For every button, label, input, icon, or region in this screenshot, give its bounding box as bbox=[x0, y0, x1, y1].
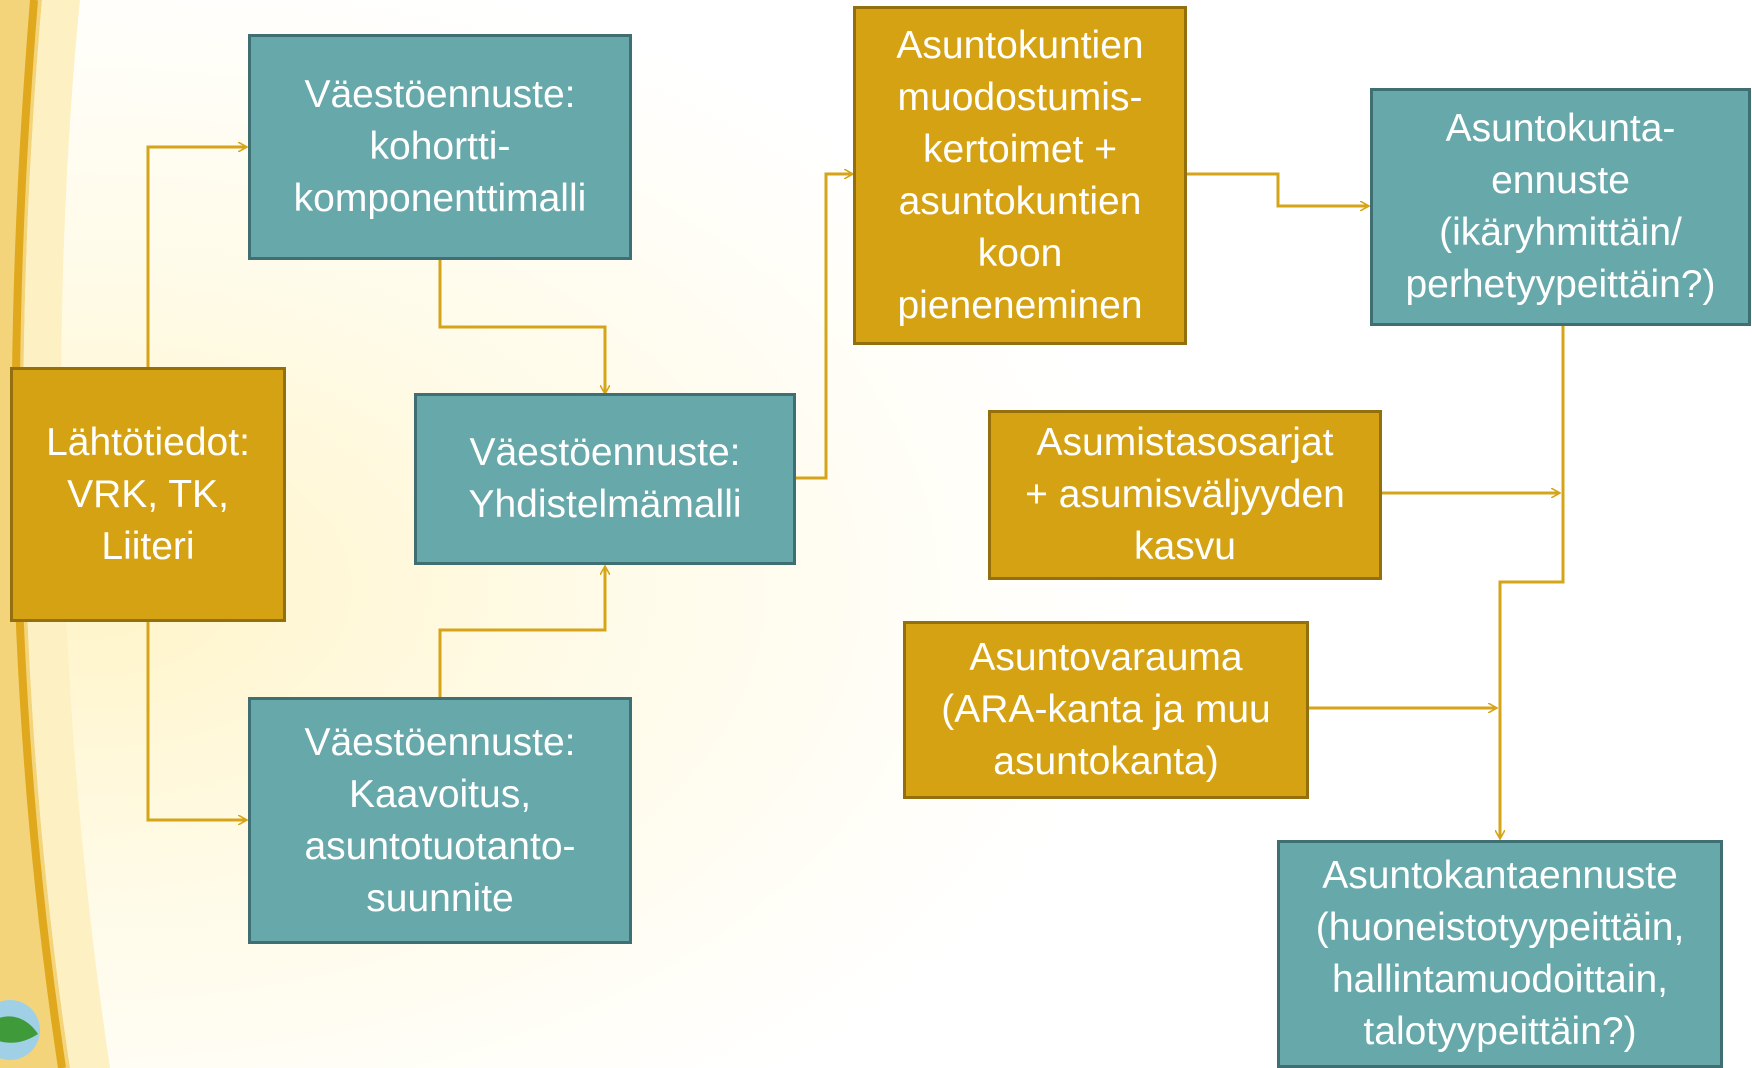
node-asumistaso: Asumistasosarjat + asumisväljyyden kasvu bbox=[988, 410, 1382, 580]
node-asuntovarauma-line-2: (ARA-kanta ja muu bbox=[941, 688, 1271, 731]
node-asuntovarauma-line-3: asuntokanta) bbox=[993, 740, 1219, 783]
node-lahtotiedot-line-1: Lähtötiedot: bbox=[46, 420, 250, 464]
node-asuntovarauma: Asuntovarauma (ARA-kanta ja muu asuntoka… bbox=[903, 621, 1309, 799]
node-lahtotiedot-line-3: Liiteri bbox=[101, 524, 195, 568]
decorative-side-glow bbox=[23, 0, 111, 1068]
logo-icon bbox=[0, 1000, 40, 1060]
node-asuntokanta-line-2: (huoneistotyypeittäin, bbox=[1315, 906, 1685, 949]
node-asumistaso-line-1: Asumistasosarjat bbox=[1036, 421, 1334, 464]
node-muodostumis-line-3: kertoimet + bbox=[923, 127, 1117, 171]
node-asuntovarauma-line-1: Asuntovarauma bbox=[969, 636, 1243, 679]
node-asuntokunta-line-1: Asuntokunta- bbox=[1445, 107, 1676, 150]
node-asuntokanta-line-4: talotyypeittäin?) bbox=[1363, 1010, 1637, 1053]
node-asumistaso-line-2: + asumisväljyyden bbox=[1025, 473, 1345, 516]
node-muodostumis-line-1: Asuntokuntien bbox=[896, 23, 1144, 67]
node-yhdistelma-line-1: Väestöennuste: bbox=[469, 431, 741, 474]
node-asuntokunta: Asuntokunta- ennuste (ikäryhmittäin/ per… bbox=[1370, 88, 1751, 326]
node-kohortti-line-3: komponenttimalli bbox=[293, 177, 587, 220]
node-asuntokanta-line-3: hallintamuodoittain, bbox=[1331, 958, 1669, 1001]
node-muodostumis-line-6: pieneneminen bbox=[897, 283, 1143, 327]
node-asuntokunta-line-3: (ikäryhmittäin/ bbox=[1439, 211, 1682, 254]
node-kohortti-line-1: Väestöennuste: bbox=[304, 73, 576, 116]
node-kaavoitus-line-2: Kaavoitus, bbox=[348, 772, 532, 816]
node-muodostumis: Asuntokuntien muodostumis- kertoimet + a… bbox=[853, 6, 1187, 345]
node-muodostumis-line-4: asuntokuntien bbox=[898, 179, 1142, 223]
node-asuntokunta-line-4: perhetyypeittäin?) bbox=[1405, 263, 1716, 306]
node-lahtotiedot-line-2: VRK, TK, bbox=[67, 472, 229, 516]
node-yhdistelma-line-2: Yhdistelmämalli bbox=[468, 483, 742, 526]
node-muodostumis-line-5: koon bbox=[977, 231, 1063, 275]
node-yhdistelma: Väestöennuste: Yhdistelmämalli bbox=[414, 393, 796, 565]
node-kaavoitus: Väestöennuste: Kaavoitus, asuntotuotanto… bbox=[248, 697, 632, 944]
node-kaavoitus-line-1: Väestöennuste: bbox=[304, 720, 576, 764]
node-kaavoitus-line-4: suunnite bbox=[366, 876, 514, 920]
node-kohortti-line-2: kohortti- bbox=[369, 125, 511, 168]
node-lahtotiedot: Lähtötiedot: VRK, TK, Liiteri bbox=[10, 367, 286, 622]
node-muodostumis-line-2: muodostumis- bbox=[897, 75, 1143, 119]
node-asuntokunta-line-2: ennuste bbox=[1491, 159, 1630, 202]
node-asuntokanta: Asuntokantaennuste (huoneistotyypeittäin… bbox=[1277, 840, 1723, 1068]
node-asuntokanta-line-1: Asuntokantaennuste bbox=[1322, 854, 1678, 897]
node-kaavoitus-line-3: asuntotuotanto- bbox=[304, 824, 576, 868]
node-asumistaso-line-3: kasvu bbox=[1134, 525, 1236, 568]
node-kohortti: Väestöennuste: kohortti- komponenttimall… bbox=[248, 34, 632, 260]
